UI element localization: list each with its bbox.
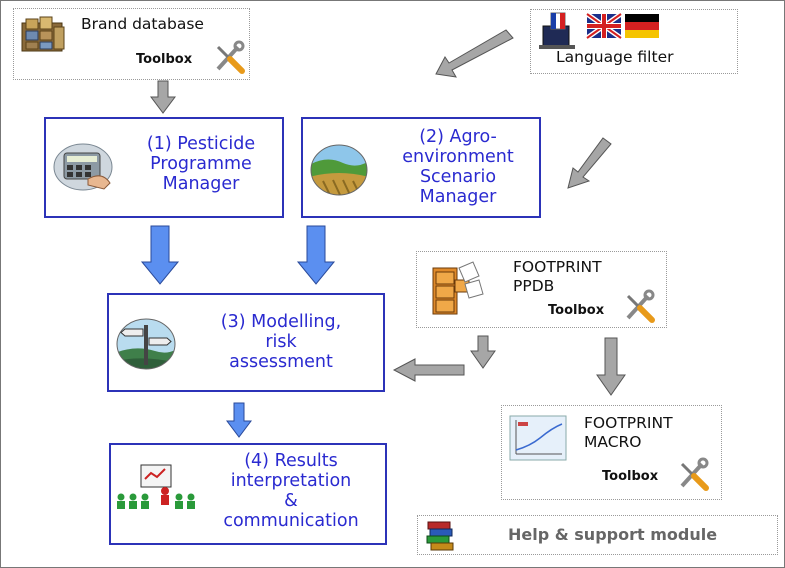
- results-line-4: communication: [223, 511, 359, 531]
- pesticide-line-3: Manager: [162, 174, 240, 194]
- agro-line-2: environment: [402, 147, 514, 167]
- footprint-macro-box: FOOTPRINT MACRO Toolbox: [501, 405, 722, 500]
- landscape-icon: [310, 144, 368, 196]
- arrow-ppdb-to-modelling: [392, 358, 465, 382]
- macro-toolbox-label: Toolbox: [602, 469, 659, 484]
- pesticide-programme-manager-box: (1) Pesticide Programme Manager: [44, 117, 284, 218]
- footprint-ppdb-box: FOOTPRINT PPDB Toolbox: [416, 251, 667, 328]
- pesticide-line-1: (1) Pesticide: [146, 134, 256, 154]
- modelling-line-2: risk: [265, 332, 297, 352]
- brand-database-box: Brand database Toolbox: [13, 8, 250, 80]
- agro-line-4: Manager: [419, 187, 497, 207]
- chart-icon: [509, 415, 567, 461]
- macro-line-2: MACRO: [584, 433, 642, 451]
- arrow-brand-to-pesticide: [150, 80, 176, 114]
- pesticide-line-2: Programme: [150, 154, 252, 174]
- modelling-line-3: assessment: [229, 352, 333, 372]
- brand-database-toolbox-label: Toolbox: [136, 52, 193, 67]
- arrow-language-to-brand: [435, 29, 514, 78]
- results-interpretation-communication-box: (4) Results interpretation & communicati…: [109, 443, 387, 545]
- file-cabinet-icon: [432, 261, 484, 315]
- wrench-screwdriver-icon: [680, 457, 709, 491]
- modelling-risk-assessment-box: (3) Modelling, risk assessment: [107, 293, 385, 392]
- books-icon: [426, 521, 454, 551]
- modelling-line-1: (3) Modelling,: [220, 312, 342, 332]
- results-line-1: (4) Results: [244, 451, 338, 471]
- help-support-module-box: Help & support module: [417, 515, 778, 555]
- arrow-language-to-agro: [567, 137, 612, 189]
- database-icon: [21, 16, 65, 52]
- agro-line-3: Scenario: [419, 167, 497, 187]
- brand-database-title: Brand database: [81, 15, 204, 33]
- ppdb-line-1: FOOTPRINT: [513, 258, 602, 276]
- presentation-icon: [117, 464, 195, 509]
- arrow-agro-to-modelling: [296, 225, 336, 285]
- results-line-3: &: [284, 491, 298, 511]
- macro-line-1: FOOTPRINT: [584, 414, 673, 432]
- signpost-icon: [116, 318, 176, 370]
- language-filter-box: Language filter: [530, 9, 738, 74]
- agro-environment-scenario-manager-box: (2) Agro- environment Scenario Manager: [301, 117, 541, 218]
- arrow-ppdb-to-macro: [596, 337, 626, 396]
- computer-flags-icon: [539, 11, 659, 49]
- results-line-2: interpretation: [230, 471, 352, 491]
- arrow-pesticide-to-modelling: [140, 225, 180, 285]
- wrench-screwdriver-icon: [626, 289, 655, 323]
- arrow-modelling-to-results: [226, 402, 252, 438]
- language-filter-title: Language filter: [556, 48, 674, 66]
- ppdb-line-2: PPDB: [513, 277, 555, 295]
- arrow-ppdb-down: [470, 335, 496, 369]
- agro-line-1: (2) Agro-: [419, 127, 497, 147]
- calculator-hand-icon: [53, 143, 113, 191]
- wrench-screwdriver-icon: [216, 40, 245, 74]
- help-support-label: Help & support module: [508, 525, 718, 544]
- ppdb-toolbox-label: Toolbox: [548, 303, 605, 318]
